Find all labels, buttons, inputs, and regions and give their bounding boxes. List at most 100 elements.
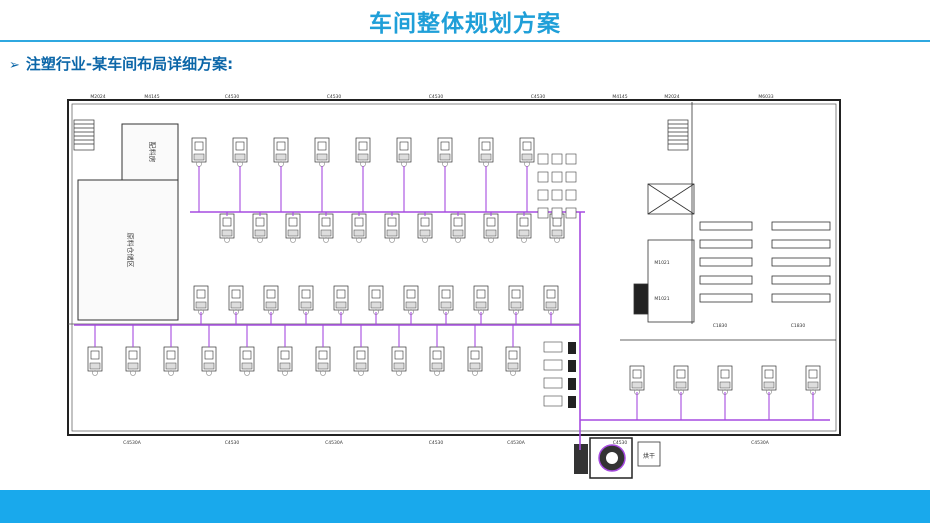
door-label: M6033 (758, 94, 773, 100)
office-desk (565, 153, 577, 165)
storage-rack (699, 221, 753, 231)
machine-base (300, 301, 312, 309)
machine-mould (519, 217, 529, 227)
inner-wall (71, 103, 837, 432)
machine-station (130, 370, 136, 376)
machine-mould (387, 217, 397, 227)
machine-base (719, 381, 731, 389)
machine-base (287, 229, 299, 237)
door-label: M2024 (90, 94, 105, 100)
machine-mould (231, 289, 241, 299)
door-label: C4530 (429, 440, 444, 446)
machine-station (389, 237, 395, 243)
machine-base (265, 301, 277, 309)
machine-base (398, 153, 410, 161)
machine-base (203, 362, 215, 370)
machine-mould (720, 369, 730, 379)
machine-layout (74, 137, 831, 450)
machine-base (317, 362, 329, 370)
machine-base (275, 153, 287, 161)
office-desk (537, 153, 549, 165)
office-desk (551, 207, 563, 219)
machine-base (316, 153, 328, 161)
machine-mould (511, 289, 521, 299)
office-desk (537, 207, 549, 219)
machine-base (439, 153, 451, 161)
machine-mould (476, 289, 486, 299)
cabinet (543, 377, 563, 389)
storage-rack (699, 239, 753, 249)
machine-mould (522, 141, 532, 151)
machine-station (510, 370, 516, 376)
machine-base (675, 381, 687, 389)
office-desk (565, 189, 577, 201)
machine-base (807, 381, 819, 389)
machine-base (195, 301, 207, 309)
machine-mould (441, 289, 451, 299)
storage-rack (771, 293, 831, 303)
door-label: C1830 (791, 323, 806, 329)
section-heading: ➢注塑行业-某车间布局详细方案: (9, 53, 233, 74)
machine-mould (358, 141, 368, 151)
machine-base (475, 301, 487, 309)
machine-base (193, 153, 205, 161)
office-desk (537, 171, 549, 183)
machine-mould (194, 141, 204, 151)
machine-base (254, 229, 266, 237)
office-desk (565, 207, 577, 219)
machine-station (168, 370, 174, 376)
machine-station (320, 370, 326, 376)
machine-mould (399, 141, 409, 151)
cabinet-dark (568, 396, 576, 408)
office-desk (537, 189, 549, 201)
door-label: M4145 (612, 94, 627, 100)
dryer-unit-label: 烘干 (643, 452, 655, 460)
machine-base (545, 301, 557, 309)
batching-room-label: 配料房 (148, 142, 157, 163)
machine-base (521, 153, 533, 161)
machine-base (230, 301, 242, 309)
machine-base (89, 362, 101, 370)
machine-station (521, 237, 527, 243)
machine-mould (255, 217, 265, 227)
door-label: M1021 (654, 260, 669, 266)
machine-mould (354, 217, 364, 227)
machine-station (422, 237, 428, 243)
footer-bar (0, 490, 930, 523)
batching-room (121, 123, 179, 181)
machine-mould (808, 369, 818, 379)
machine-base (419, 229, 431, 237)
arrow-bullet-icon: ➢ (9, 58, 20, 73)
office-desk (551, 153, 563, 165)
machine-base (485, 229, 497, 237)
machine-mould (406, 289, 416, 299)
machine-mould (546, 289, 556, 299)
machine-mould (371, 289, 381, 299)
raw-material-storage-label: 原料仓储区 (126, 233, 135, 268)
machine-station (358, 370, 364, 376)
machine-base (518, 229, 530, 237)
machine-station (356, 237, 362, 243)
machine-mould (266, 289, 276, 299)
machine-mould (394, 350, 404, 360)
stairs-right-icon (667, 119, 689, 151)
machine-base (452, 229, 464, 237)
machine-mould (440, 141, 450, 151)
door-label: M4145 (144, 94, 159, 100)
machine-mould (166, 350, 176, 360)
cabinet-dark (568, 378, 576, 390)
machine-base (127, 362, 139, 370)
storage-rack (699, 275, 753, 285)
door-label: C4530 (327, 94, 342, 100)
machine-station (434, 370, 440, 376)
door-label: C1830 (713, 323, 728, 329)
machine-base (370, 301, 382, 309)
machine-station (290, 237, 296, 243)
machine-station (323, 237, 329, 243)
storage-rack (771, 239, 831, 249)
machine-station (282, 370, 288, 376)
machine-mould (676, 369, 686, 379)
machine-mould (196, 289, 206, 299)
door-label: C4530A (325, 440, 344, 446)
